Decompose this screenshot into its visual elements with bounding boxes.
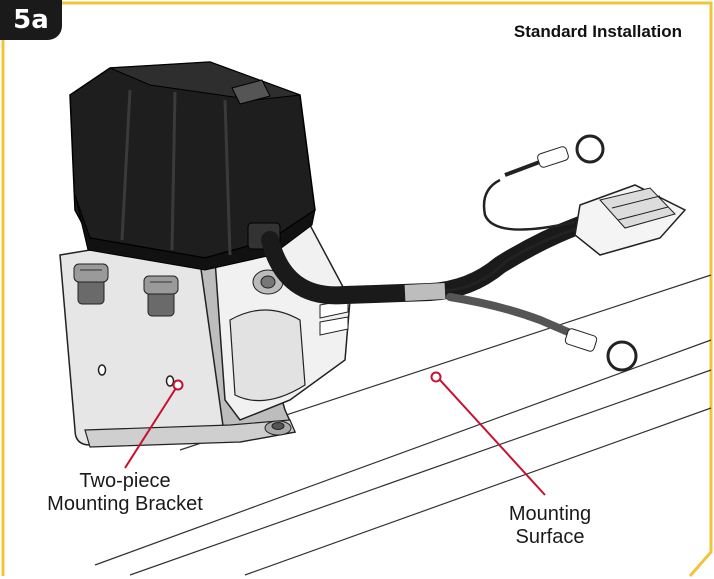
motor-housing xyxy=(69,61,316,271)
callout-bracket-label: Two-piece Mounting Bracket xyxy=(30,470,220,516)
figure-frame xyxy=(62,1,713,577)
callout-surface-line2: Surface xyxy=(515,526,585,548)
bolt-right xyxy=(143,275,179,317)
actuator-body xyxy=(214,224,351,421)
step-badge: 5a xyxy=(0,0,62,40)
wire-harness xyxy=(261,158,589,339)
callout-surface-line1: Mounting xyxy=(508,503,592,525)
plug-connector xyxy=(574,184,687,256)
bolt-left xyxy=(73,263,109,305)
callout-bracket-line1: Two-piece xyxy=(79,470,171,492)
figure-title: Standard Installation xyxy=(513,22,682,41)
callout-surface-label: Mounting Surface xyxy=(495,503,605,549)
callout-bracket-line2: Mounting Bracket xyxy=(47,493,203,515)
ring-terminal-bottom xyxy=(564,328,638,372)
ring-terminal-top xyxy=(537,134,605,168)
callout-leaders xyxy=(124,371,546,496)
